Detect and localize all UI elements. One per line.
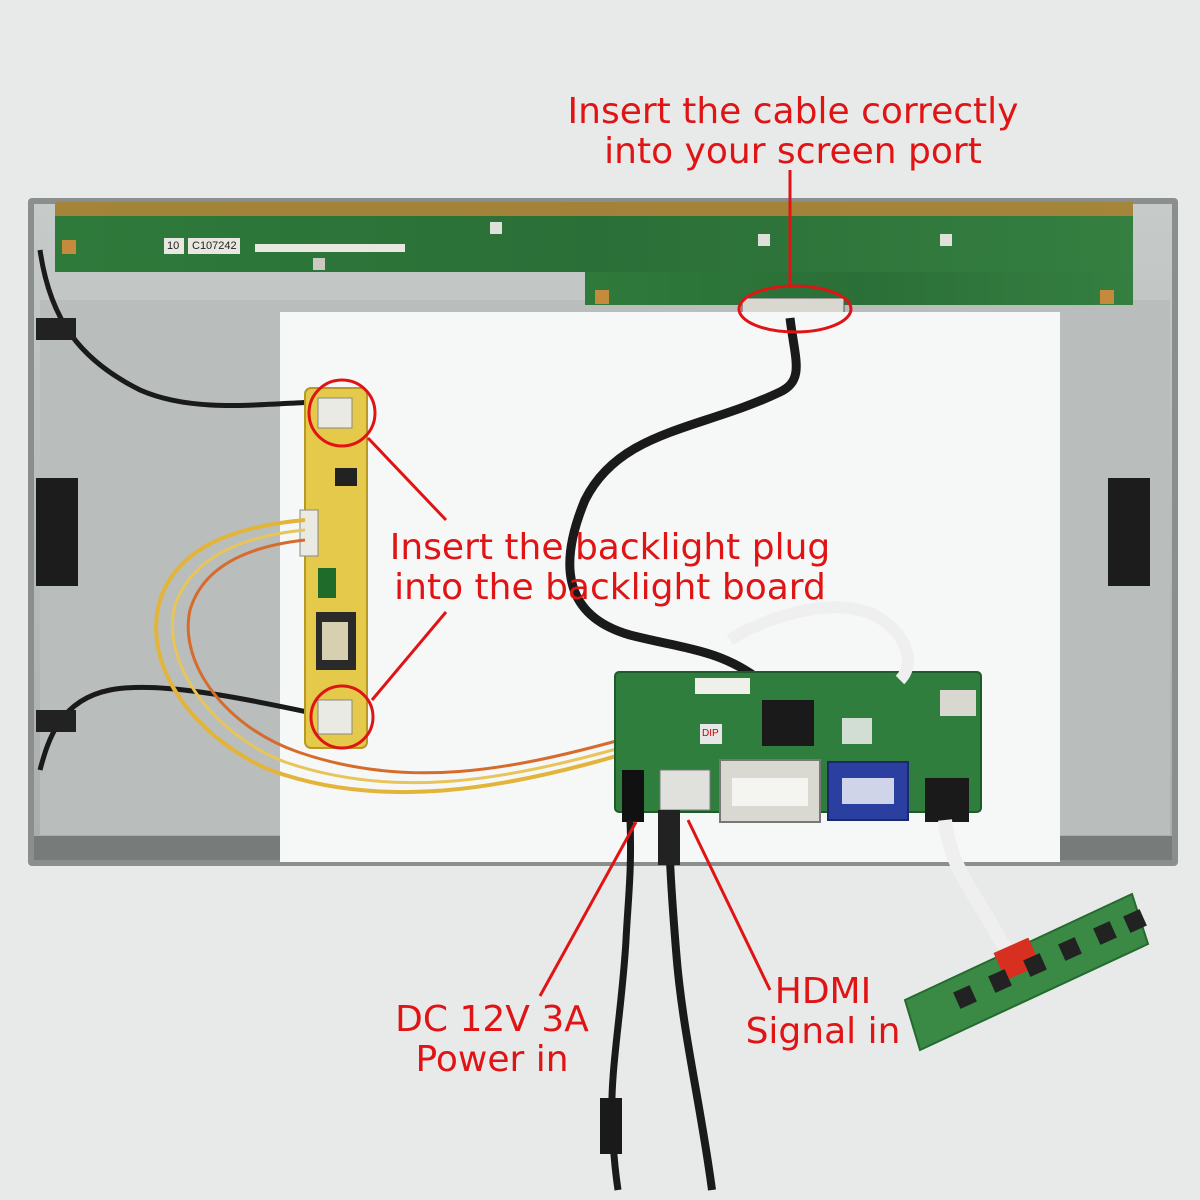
annotation-hdmi: HDMI Signal in [728,972,918,1052]
ferrite-bead [600,1098,622,1154]
controller-board [614,671,982,823]
pointer-line-backlight-top [366,436,448,522]
right-tape-strip [1108,478,1150,586]
ribbon-cable-top [726,601,914,685]
inverter-connector-bottom [317,699,353,735]
backlight-cable-bottom [37,684,323,771]
annotation-power: DC 12V 3A Power in [372,1000,612,1080]
pcb-label-sticker [188,238,240,254]
hdmi-cable [664,811,716,1191]
pointer-line-hdmi [686,819,772,991]
annotation-backlight-line1: Insert the backlight plug [389,527,831,568]
annotation-hdmi-line2: Signal in [745,1011,901,1052]
annotation-power-line1: DC 12V 3A [395,999,589,1040]
annotation-screen-port-line1: Insert the cable correctly [567,91,1019,132]
highlight-circle-backlight-top [307,378,377,448]
dip-label-box [700,724,722,744]
inverter-connector-top [317,397,353,429]
lvds-header [695,678,750,694]
inverter-input-connector [299,509,319,557]
source-pcb-strip [55,202,1133,317]
dc-jack [622,770,644,822]
pcb-code-text: C107242 [192,240,237,252]
inverter-board [299,387,368,749]
inverter-power-wire [154,518,621,795]
highlight-circle-screen-port [737,284,853,334]
annotation-backlight: Insert the backlight plug into the backl… [380,528,840,608]
highlight-circle-backlight-bottom [309,684,375,750]
dip-text: DIP [702,728,719,739]
annotation-power-line2: Power in [415,1039,569,1080]
annotation-hdmi-line1: HDMI [774,971,872,1012]
capacitor [318,568,336,598]
audio-jack [925,778,969,822]
hdmi-port [659,769,711,811]
pointer-line-backlight-bottom [370,611,448,701]
pointer-line-power [538,821,638,997]
lvds-cable [565,317,801,684]
hdmi-plug [658,810,680,865]
pcb-num-text: 10 [167,240,180,252]
cable-clip-top [36,318,76,340]
annotation-screen-port-line2: into your screen port [604,131,982,172]
left-tape-strip [36,478,78,586]
cable-clip-bottom [36,710,76,732]
main-chip [762,700,814,746]
annotation-backlight-line2: into the backlight board [394,567,826,608]
annotation-screen-port: Insert the cable correctly into your scr… [548,92,1038,172]
barcode [255,244,405,252]
backlight-cable-top [37,249,316,408]
keypad-board [903,892,1150,1052]
